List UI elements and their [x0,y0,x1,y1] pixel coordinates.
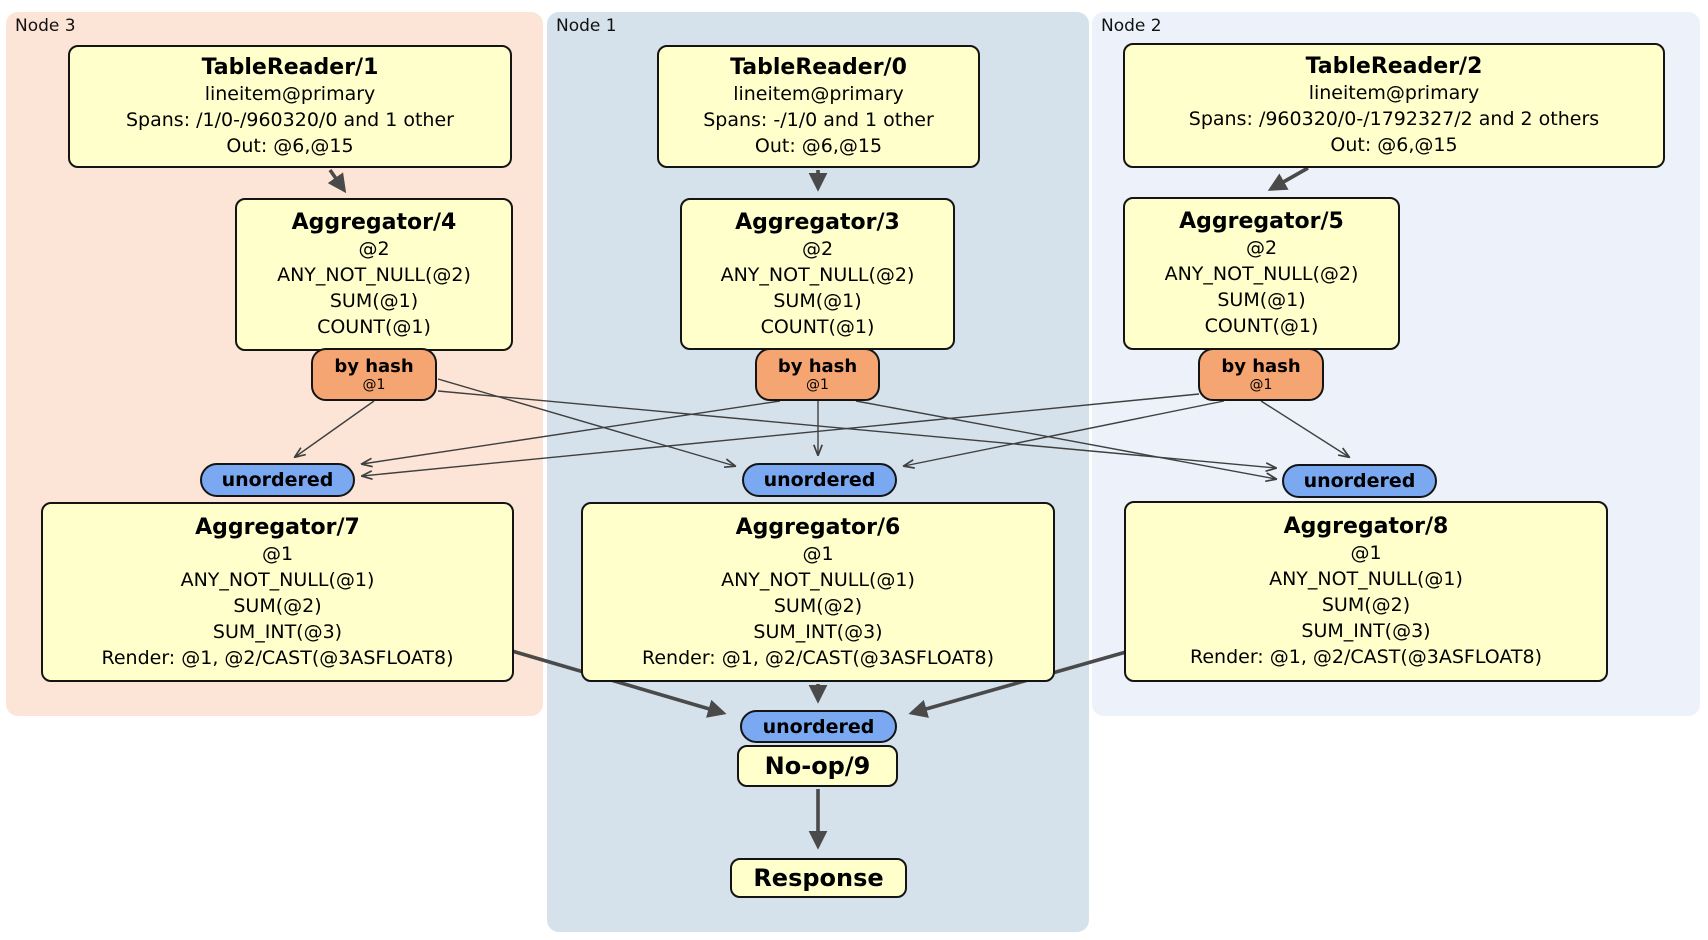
edge-group-final [511,649,1127,850]
node-line: SUM_INT(@3) [212,620,343,643]
node-line: @1 [261,542,294,565]
node-title: No-op/9 [764,752,871,780]
edge-group-readers [327,166,1309,194]
node-line: @1 [1350,542,1382,564]
node-line: COUNT(@1) [317,316,431,338]
node-line: SUM(@2) [233,594,322,617]
node-title: Response [753,864,884,892]
node-aggregator-5: Aggregator/5 @2 ANY_NOT_NULL(@2) SUM(@1)… [1123,197,1400,350]
router-sub: @1 [362,377,386,393]
node-line: SUM(@2) [773,594,863,617]
node-noop-9: No-op/9 [737,745,898,787]
sync-label: unordered [221,469,334,491]
router-by-hash-mid: by hash @1 [755,348,880,401]
router-sub: @1 [1249,377,1273,393]
sync-unordered-left: unordered [200,463,355,497]
node-line: @2 [801,237,834,260]
node-line: COUNT(@1) [1204,315,1319,337]
node-line: Render: @1, @2/CAST(@3ASFLOAT8) [642,646,994,669]
node-line: COUNT(@1) [760,315,875,338]
node-line: Render: @1, @2/CAST(@3ASFLOAT8) [1190,646,1542,668]
node-line: ANY_NOT_NULL(@2) [277,264,471,286]
node-title: TableReader/2 [1305,54,1483,79]
sync-label: unordered [762,715,875,738]
node-aggregator-8: Aggregator/8 @1 ANY_NOT_NULL(@1) SUM(@2)… [1124,501,1608,682]
router-label: by hash [777,356,858,377]
node-tablereader-1: TableReader/1 lineitem@primary Spans: /1… [68,45,512,168]
node-title: Aggregator/6 [735,514,901,540]
sync-label: unordered [1303,470,1416,492]
node-line: Out: @6,@15 [226,135,354,157]
node-title: TableReader/1 [201,55,379,80]
node-title: Aggregator/8 [1283,514,1449,539]
node-line: ANY_NOT_NULL(@1) [180,568,375,591]
node-line: SUM(@1) [773,289,862,312]
node-aggregator-4: Aggregator/4 @2 ANY_NOT_NULL(@2) SUM(@1)… [235,198,513,351]
node-line: lineitem@primary [204,83,376,105]
router-label: by hash [1221,356,1301,377]
node-line: ANY_NOT_NULL(@1) [721,568,915,591]
node-line: SUM(@2) [1321,594,1411,616]
node-title: Aggregator/5 [1179,209,1344,234]
node-line: @2 [1245,237,1278,259]
node-line: ANY_NOT_NULL(@1) [1269,568,1463,590]
node-line: lineitem@primary [733,83,904,105]
panel-node1-label: Node 1 [556,16,617,36]
node-line: Render: @1, @2/CAST(@3ASFLOAT8) [101,646,454,669]
node-line: ANY_NOT_NULL(@2) [720,263,915,286]
node-response: Response [730,858,907,898]
panel-node2-label: Node 2 [1101,16,1162,36]
edge-group-hash [295,378,1349,479]
node-aggregator-3: Aggregator/3 @2 ANY_NOT_NULL(@2) SUM(@1)… [680,198,955,350]
sync-unordered-right: unordered [1282,464,1437,498]
node-line: Out: @6,@15 [1330,134,1458,156]
node-title: Aggregator/3 [735,209,900,235]
node-line: lineitem@primary [1308,82,1480,104]
node-line: SUM(@1) [1217,289,1306,311]
sync-label: unordered [763,469,876,491]
node-aggregator-6: Aggregator/6 @1 ANY_NOT_NULL(@1) SUM(@2)… [581,502,1055,682]
node-line: Out: @6,@15 [754,135,883,157]
panel-node3-label: Node 3 [15,16,76,36]
node-title: Aggregator/4 [291,210,457,235]
node-line: @1 [802,542,834,565]
node-line: @2 [358,238,390,260]
node-line: Spans: /960320/0-/1792327/2 and 2 others [1188,108,1600,130]
node-line: Spans: /1/0-/960320/0 and 1 other [126,109,454,131]
node-line: SUM_INT(@3) [1301,620,1431,642]
router-by-hash-right: by hash @1 [1198,348,1324,401]
node-line: ANY_NOT_NULL(@2) [1164,263,1359,285]
router-sub: @1 [806,377,829,393]
node-aggregator-7: Aggregator/7 @1 ANY_NOT_NULL(@1) SUM(@2)… [41,502,514,682]
node-line: SUM_INT(@3) [753,620,883,643]
sync-unordered-mid: unordered [742,463,897,497]
router-label: by hash [334,356,414,377]
node-tablereader-2: TableReader/2 lineitem@primary Spans: /9… [1123,43,1665,168]
router-by-hash-left: by hash @1 [311,348,437,401]
sync-unordered-bottom: unordered [740,710,897,743]
node-line: Spans: -/1/0 and 1 other [703,109,934,131]
node-line: SUM(@1) [329,290,419,312]
node-tablereader-0: TableReader/0 lineitem@primary Spans: -/… [657,45,980,168]
node-title: TableReader/0 [730,55,907,80]
node-title: Aggregator/7 [195,514,360,540]
